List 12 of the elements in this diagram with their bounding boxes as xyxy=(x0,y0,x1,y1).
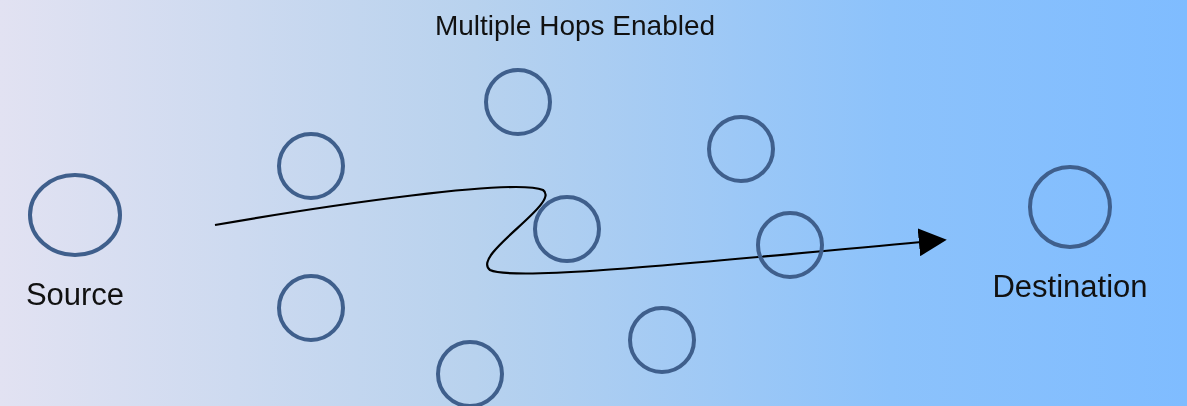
node-circle xyxy=(533,195,601,263)
node-circle xyxy=(628,306,696,374)
node-label: Destination xyxy=(991,269,1149,305)
node-circle xyxy=(277,132,345,200)
node-circle xyxy=(1028,165,1112,249)
node-circle xyxy=(484,68,552,136)
node-circle xyxy=(756,211,824,279)
node-circle xyxy=(277,274,345,342)
node-label: Source xyxy=(24,277,126,313)
node-circle xyxy=(28,173,122,257)
title: Multiple Hops Enabled xyxy=(434,10,716,41)
node-circle xyxy=(707,115,775,183)
